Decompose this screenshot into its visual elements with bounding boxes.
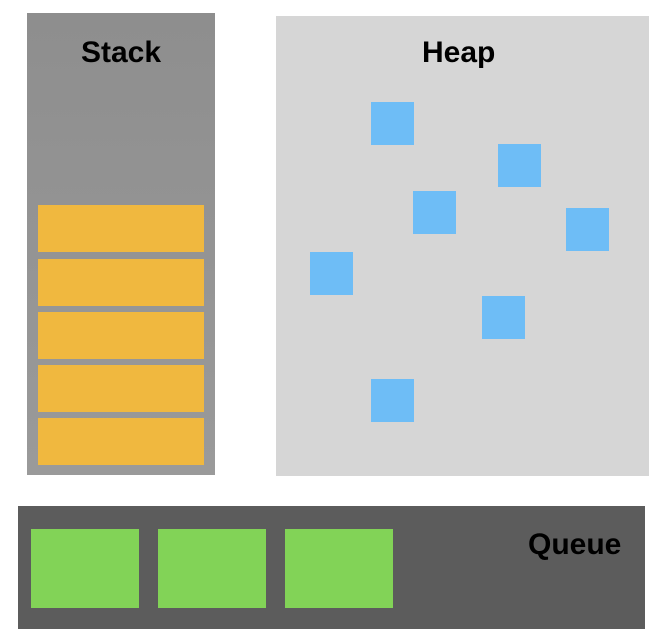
heap-object bbox=[310, 252, 353, 295]
stack-frame bbox=[38, 365, 204, 412]
queue-title: Queue bbox=[528, 528, 622, 561]
queue-message bbox=[31, 529, 139, 608]
heap-object bbox=[482, 296, 525, 339]
heap-panel: Heap bbox=[276, 16, 649, 476]
queue-message bbox=[285, 529, 393, 608]
heap-object bbox=[371, 379, 414, 422]
stack-panel: Stack bbox=[27, 13, 215, 475]
heap-object bbox=[566, 208, 609, 251]
queue-panel: Queue bbox=[18, 506, 645, 629]
stack-frame bbox=[38, 205, 204, 252]
heap-object bbox=[371, 102, 414, 145]
heap-object bbox=[413, 191, 456, 234]
heap-title: Heap bbox=[422, 36, 496, 69]
stack-frame bbox=[38, 418, 204, 465]
stack-frame bbox=[38, 312, 204, 359]
heap-object bbox=[498, 144, 541, 187]
queue-message bbox=[158, 529, 266, 608]
stack-title: Stack bbox=[80, 36, 162, 69]
stack-frame bbox=[38, 259, 204, 306]
